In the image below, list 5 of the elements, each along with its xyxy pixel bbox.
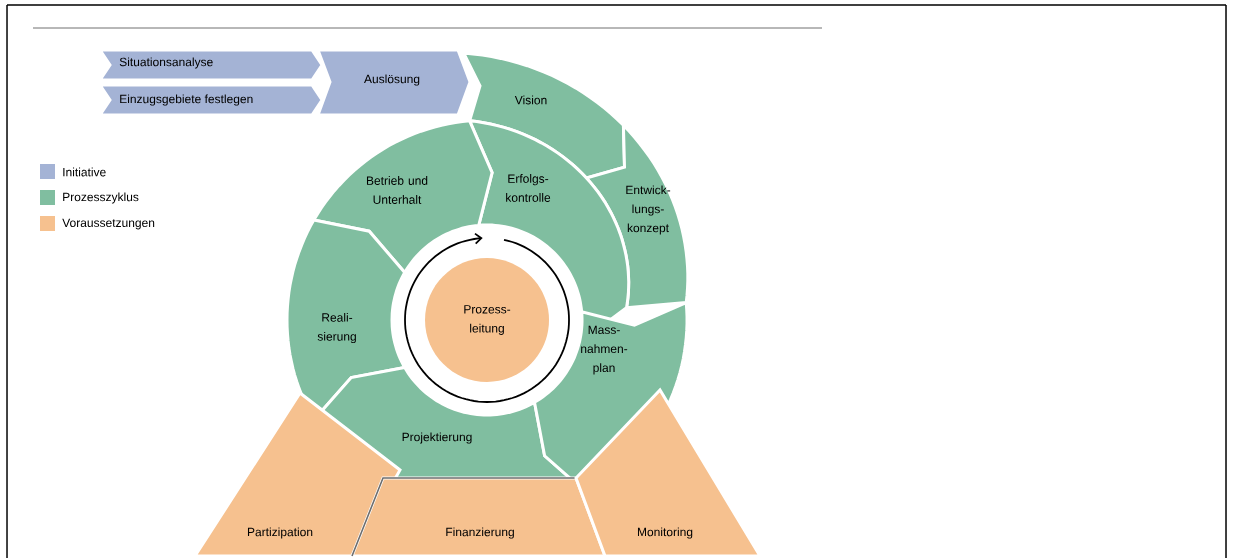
- legend-label: Prozesszyklus: [63, 192, 139, 204]
- node-label: Projektierung: [402, 432, 472, 444]
- node-label: Finanzierung: [446, 527, 514, 539]
- legend-label: Initiative: [63, 167, 106, 177]
- legend-label: Voraussetzungen: [62, 218, 155, 230]
